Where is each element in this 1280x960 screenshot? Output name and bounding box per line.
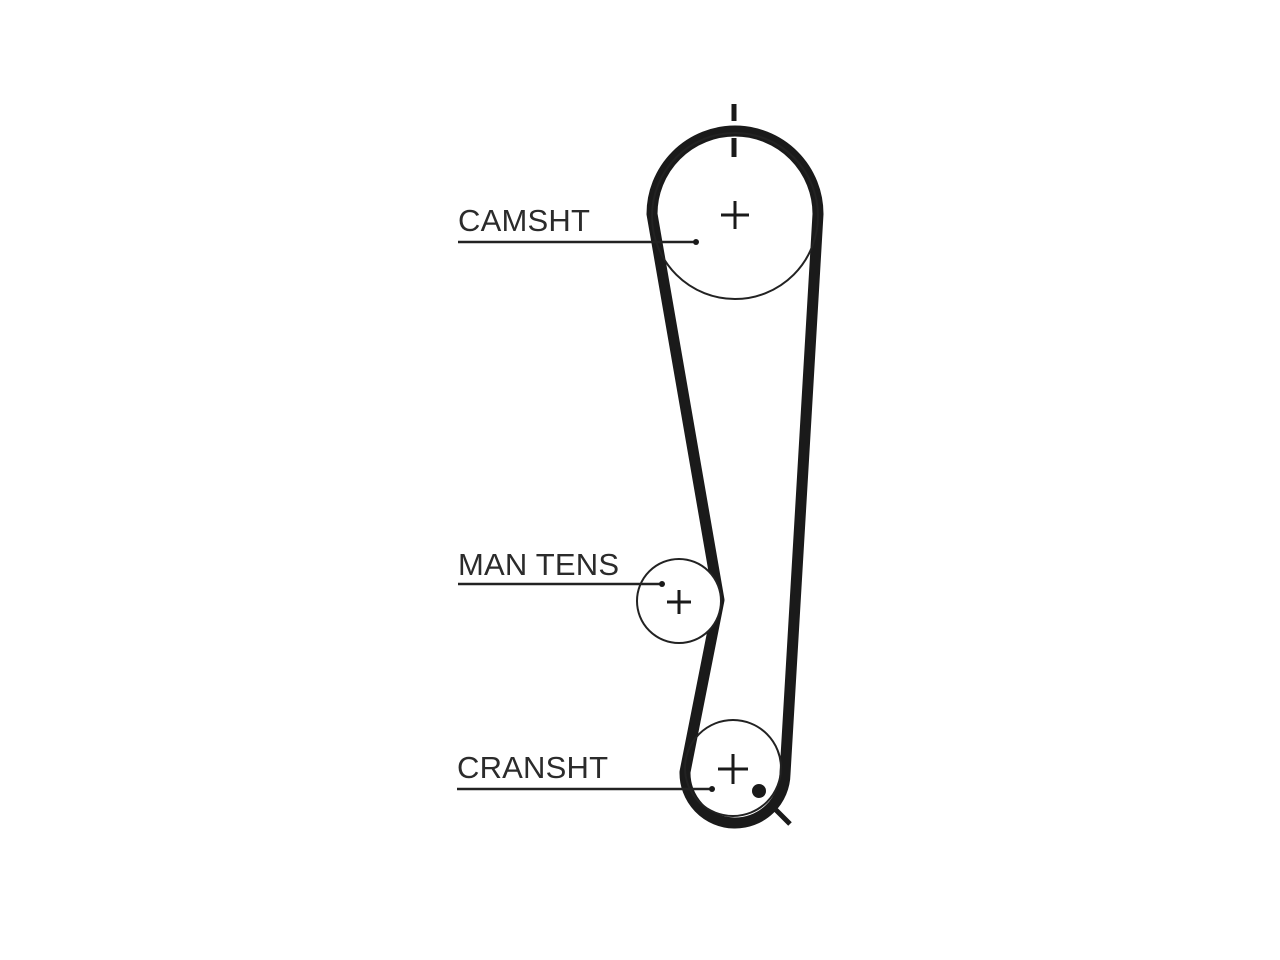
tensioner-leader-line: [458, 581, 665, 587]
camshaft-leader-line: [458, 239, 699, 245]
center-cross-icon: [718, 754, 748, 784]
tensioner-label: MAN TENS: [458, 547, 620, 582]
center-cross-icon: [721, 201, 749, 229]
camshaft-label: CAMSHT: [458, 203, 591, 238]
crankshaft-pulley: [684, 719, 782, 817]
camshaft-pulley: [651, 132, 819, 300]
center-cross-icon: [667, 590, 691, 614]
timing-mark-icon: [774, 808, 792, 826]
timing-dot-icon: [752, 784, 766, 798]
crankshaft-label: CRANSHT: [457, 750, 609, 785]
crankshaft-leader-line: [457, 786, 715, 792]
